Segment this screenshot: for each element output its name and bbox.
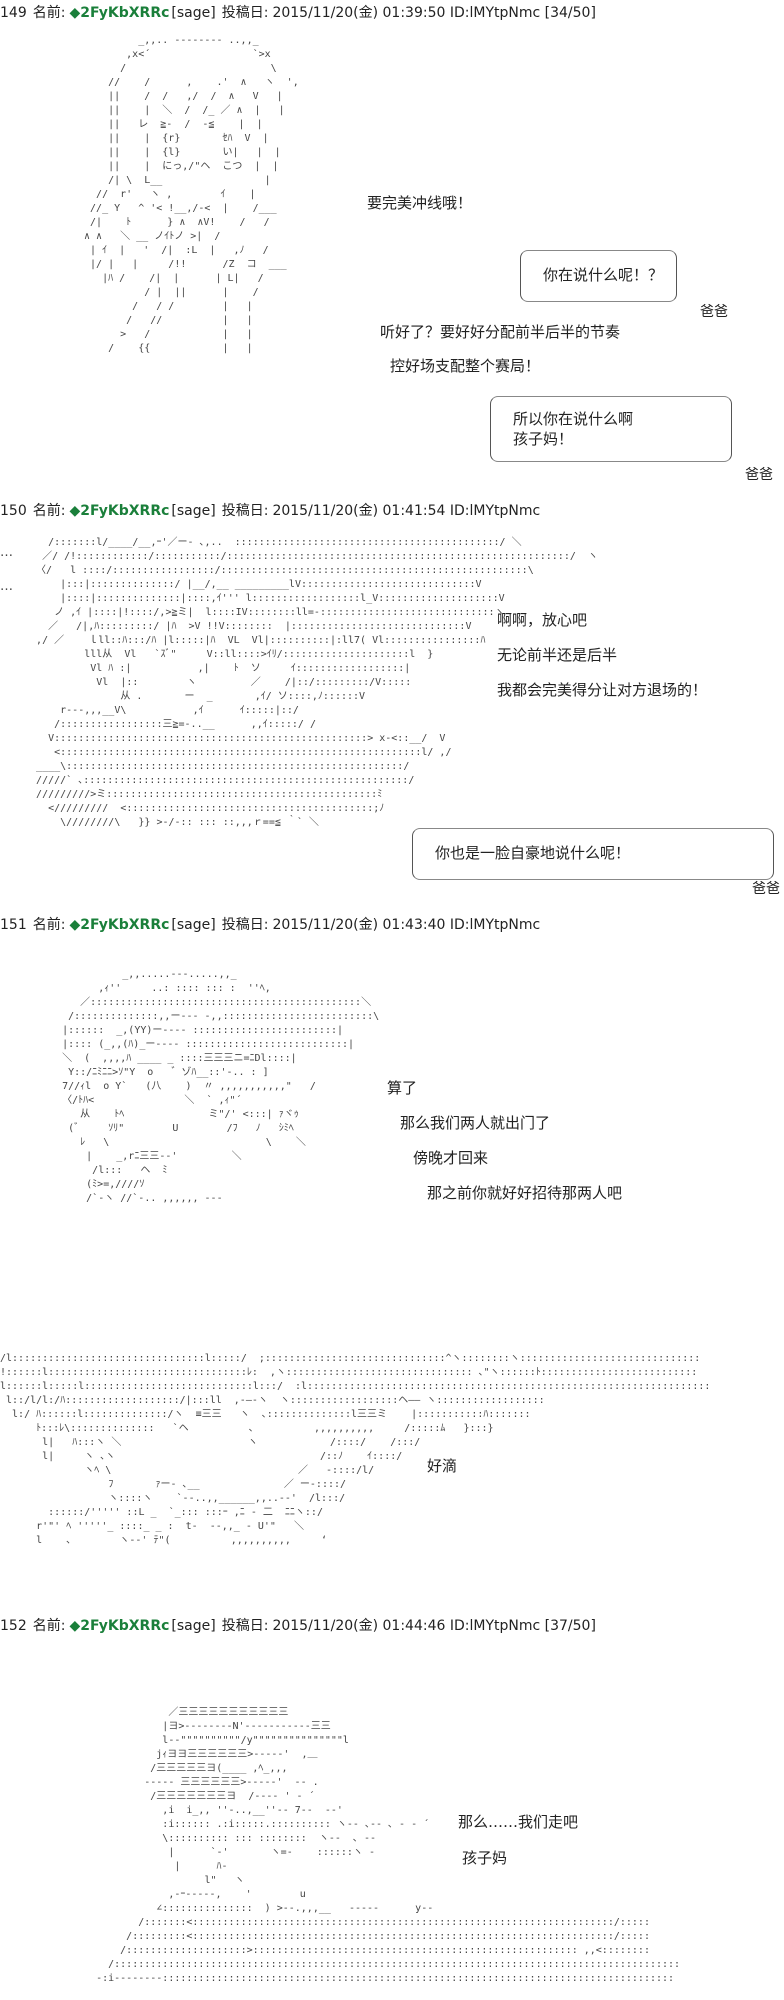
dialogue-line: 傍晚才回来 bbox=[413, 1149, 489, 1167]
post-number: 150 bbox=[0, 503, 27, 519]
name-label: 名前: bbox=[32, 917, 66, 933]
post-header: 149 名前:◆2FyKbXRRc[sage] 投稿日:2015/11/20(金) … bbox=[0, 2, 784, 24]
poster-trip[interactable]: ◆2FyKbXRRc bbox=[69, 503, 170, 519]
post-number: 149 bbox=[0, 5, 27, 21]
post-date: 2015/11/20(金) 01:41:54 bbox=[272, 503, 446, 519]
ascii-art: ／三三三三三三三三三三三 |ヨ>‐‐‐‐‐‐‐‐N'‐‐‐‐‐‐‐‐‐‐-三三 … bbox=[96, 1707, 681, 1984]
speech-bubble: 你在说什么呢！？ bbox=[520, 250, 677, 302]
post-count: [37/50] bbox=[544, 1618, 596, 1634]
dialogue-line: 那么……我们走吧 bbox=[458, 1813, 579, 1831]
dialogue-line: 那之前你就好好招待那两人吧 bbox=[427, 1184, 623, 1202]
bubble-text: 你也是一脸自豪地说什么呢！ bbox=[435, 844, 631, 862]
ascii-art: /:::::::l/____/__,ｰ'／ー- ､,.. :::::::::::… bbox=[36, 537, 598, 828]
poster-id[interactable]: ID:lMYtpNmc bbox=[449, 5, 541, 21]
ellipsis-mark: … bbox=[0, 545, 13, 560]
name-label: 名前: bbox=[32, 503, 66, 519]
post-header: 152 名前:◆2FyKbXRRc[sage] 投稿日:2015/11/20(金) … bbox=[0, 1615, 784, 1637]
speaker-label: 爸爸 bbox=[745, 467, 773, 483]
dialogue-line: 孩子妈 bbox=[462, 1849, 508, 1867]
date-label: 投稿日: bbox=[221, 917, 269, 933]
post-header: 150 名前:◆2FyKbXRRc[sage] 投稿日:2015/11/20(金) … bbox=[0, 500, 784, 522]
ellipsis-mark: … bbox=[0, 579, 13, 594]
speaker-label: 爸爸 bbox=[752, 881, 780, 897]
sage-tag: [sage] bbox=[171, 5, 216, 21]
sage-tag: [sage] bbox=[171, 1618, 216, 1634]
poster-trip[interactable]: ◆2FyKbXRRc bbox=[69, 5, 170, 21]
ascii-art: _,,.....‐‐-.....,,_ ,ｨ'' ..: :::: ::: : … bbox=[62, 969, 380, 1204]
post-header: 151 名前:◆2FyKbXRRc[sage] 投稿日:2015/11/20(金) … bbox=[0, 914, 784, 936]
post-number: 151 bbox=[0, 917, 27, 933]
dialogue-line: 控好场支配整个赛局！ bbox=[390, 357, 541, 375]
dialogue-line: 无论前半还是后半 bbox=[497, 646, 618, 664]
ascii-art: _,,.. -‐-‐---- ..,,_ ,x<´ `>x / \ // / ,… bbox=[84, 35, 299, 354]
date-label: 投稿日: bbox=[221, 503, 269, 519]
name-label: 名前: bbox=[32, 1618, 66, 1634]
bubble-text: 孩子妈！ bbox=[513, 430, 574, 448]
post-date: 2015/11/20(金) 01:44:46 bbox=[272, 1618, 446, 1634]
date-label: 投稿日: bbox=[221, 5, 269, 21]
dialogue-line: 啊啊，放心吧 bbox=[497, 611, 588, 629]
bubble-text: 所以你在说什么啊 bbox=[513, 410, 634, 428]
dialogue-line: 好滴 bbox=[427, 1457, 458, 1475]
dialogue-line: 要完美冲线哦！ bbox=[367, 194, 473, 212]
sage-tag: [sage] bbox=[171, 917, 216, 933]
speech-bubble: 你也是一脸自豪地说什么呢！ bbox=[412, 828, 774, 880]
dialogue-line: 听好了？要好好分配前半后半的节奏 bbox=[380, 323, 621, 341]
poster-trip[interactable]: ◆2FyKbXRRc bbox=[69, 1618, 170, 1634]
dialogue-line: 那么我们两人就出门了 bbox=[400, 1114, 551, 1132]
post-date: 2015/11/20(金) 01:43:40 bbox=[272, 917, 446, 933]
poster-trip[interactable]: ◆2FyKbXRRc bbox=[69, 917, 170, 933]
post-count: [34/50] bbox=[544, 5, 596, 21]
bubble-text: 你在说什么呢！？ bbox=[543, 266, 664, 284]
post-number: 152 bbox=[0, 1618, 27, 1634]
dialogue-line: 算了 bbox=[387, 1079, 418, 1097]
dialogue-line: 我都会完美得分让对方退场的！ bbox=[497, 681, 708, 699]
ascii-art: /l::::::::::::::::::::::::::::::::l:::::… bbox=[0, 1353, 711, 1546]
poster-id[interactable]: ID:lMYtpNmc bbox=[449, 1618, 541, 1634]
name-label: 名前: bbox=[32, 5, 66, 21]
sage-tag: [sage] bbox=[171, 503, 216, 519]
post-date: 2015/11/20(金) 01:39:50 bbox=[272, 5, 446, 21]
speech-bubble: 所以你在说什么啊 孩子妈！ bbox=[490, 396, 732, 462]
date-label: 投稿日: bbox=[221, 1618, 269, 1634]
poster-id[interactable]: ID:lMYtpNmc bbox=[449, 503, 541, 519]
speaker-label: 爸爸 bbox=[700, 304, 728, 320]
poster-id[interactable]: ID:lMYtpNmc bbox=[449, 917, 541, 933]
